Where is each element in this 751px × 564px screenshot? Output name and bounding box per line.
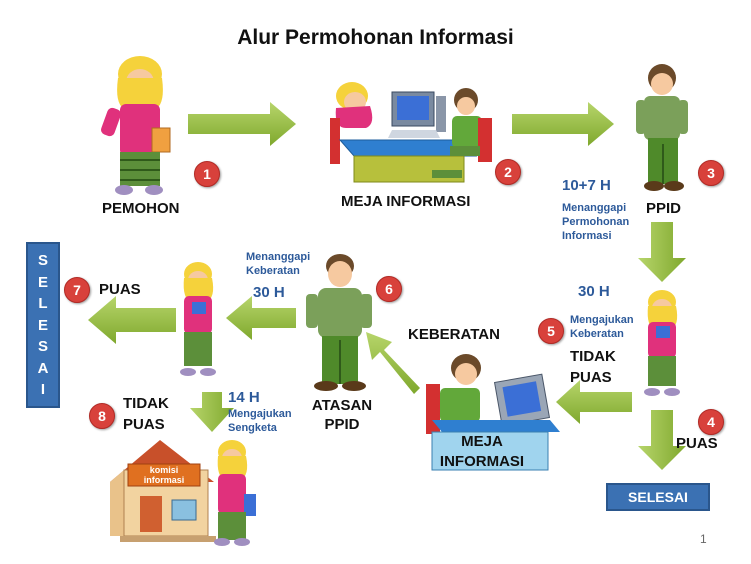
page-number: 1 xyxy=(700,532,707,546)
arrow-down-puas xyxy=(638,410,686,470)
label-tidak-8: TIDAK xyxy=(123,395,169,412)
desc-step-6: Menanggapi Keberatan xyxy=(246,250,310,278)
arrow-left-atasan xyxy=(226,296,296,340)
label-meja: MEJA xyxy=(461,433,503,450)
time-step-8: 14 H xyxy=(228,389,260,406)
pemohon-figure-puas xyxy=(180,262,216,376)
label-tidak-5: TIDAK xyxy=(570,348,616,365)
label-meja-informasi-2: MEJA INFORMASI xyxy=(436,432,528,472)
desc-step-6-line2: Keberatan xyxy=(246,265,300,277)
step-badge-3: 3 xyxy=(698,160,724,186)
meja-informasi-figure-2 xyxy=(426,354,560,471)
label-atasan-line2: PPID xyxy=(324,416,360,433)
step-badge-8: 8 xyxy=(89,403,115,429)
desc-step-3: Menanggapi Permohonan Informasi xyxy=(562,201,629,243)
selesai-letter: I xyxy=(40,381,46,398)
label-atasan-ppid: ATASAN PPID xyxy=(310,397,374,433)
label-tidak-puas-8: TIDAK PUAS xyxy=(123,393,169,435)
arrow-right-1 xyxy=(188,102,296,146)
label-puas-7: PUAS xyxy=(99,281,141,298)
atasan-ppid-figure xyxy=(306,254,372,391)
time-step-5: 30 H xyxy=(578,283,610,300)
time-step-3: 10+7 H xyxy=(562,177,611,194)
komisi-sign-line2: informasi xyxy=(143,475,185,485)
label-keberatan: KEBERATAN xyxy=(408,326,500,343)
desc-step-6-line1: Menanggapi xyxy=(246,251,311,263)
ppid-figure xyxy=(636,64,688,191)
selesai-letter: S xyxy=(37,338,48,355)
label-puas-8: PUAS xyxy=(123,416,165,433)
desc-step-8-line2: Sengketa xyxy=(228,422,277,434)
selesai-letter: L xyxy=(38,295,48,312)
komisi-informasi-building xyxy=(110,440,216,542)
label-atasan-line1: ATASAN xyxy=(311,397,373,414)
arrow-right-2 xyxy=(512,102,614,146)
desc-step-3-line1: Menanggapi xyxy=(562,202,627,214)
label-tidak-puas-5: TIDAK PUAS xyxy=(570,346,616,388)
arrow-down-ppid xyxy=(638,222,686,282)
selesai-letter: E xyxy=(37,316,48,334)
page-title: Alur Permohonan Informasi xyxy=(237,26,514,49)
desc-step-3-line2: Permohonan xyxy=(562,216,630,228)
komisi-sign: komisi informasi xyxy=(130,465,198,485)
desc-step-8-line1: Mengajukan xyxy=(228,408,292,420)
arrow-left-puas xyxy=(88,296,176,344)
selesai-vertical-box: S E L E S A I xyxy=(26,242,60,408)
desc-step-8: Mengajukan Sengketa xyxy=(228,407,292,435)
label-puas-5: PUAS xyxy=(570,369,612,386)
desc-step-3-line3: Informasi xyxy=(562,230,612,242)
selesai-letter: A xyxy=(37,359,49,377)
pemohon-figure xyxy=(101,56,171,195)
arrow-diagonal-atasan xyxy=(366,332,420,394)
selesai-letter: E xyxy=(37,273,48,291)
time-step-6: 30 H xyxy=(253,284,285,301)
pemohon-figure-keberatan xyxy=(644,290,680,396)
desc-step-5-line2: Keberatan xyxy=(570,328,624,340)
label-pemohon: PEMOHON xyxy=(102,200,180,217)
step-badge-5: 5 xyxy=(538,318,564,344)
komisi-sign-line1: komisi xyxy=(149,465,179,475)
label-meja-informasi-1: MEJA INFORMASI xyxy=(341,193,471,210)
selesai-letter: S xyxy=(37,252,48,269)
step-badge-6: 6 xyxy=(376,276,402,302)
desc-step-5-line1: Mengajukan xyxy=(570,314,634,326)
step-badge-1: 1 xyxy=(194,161,220,187)
label-ppid: PPID xyxy=(646,200,682,217)
step-badge-7: 7 xyxy=(64,277,90,303)
selesai-box: SELESAI xyxy=(606,483,710,511)
meja-informasi-figure-1 xyxy=(330,82,492,183)
label-puas-4: PUAS xyxy=(676,435,718,452)
step-badge-2: 2 xyxy=(495,159,521,185)
pemohon-figure-sengketa xyxy=(214,440,256,546)
label-informasi: INFORMASI xyxy=(439,453,525,470)
arrow-down-sengketa xyxy=(190,392,234,432)
step-badge-4: 4 xyxy=(698,409,724,435)
arrow-left-keberatan xyxy=(556,380,632,424)
desc-step-5: Mengajukan Keberatan xyxy=(570,313,634,341)
